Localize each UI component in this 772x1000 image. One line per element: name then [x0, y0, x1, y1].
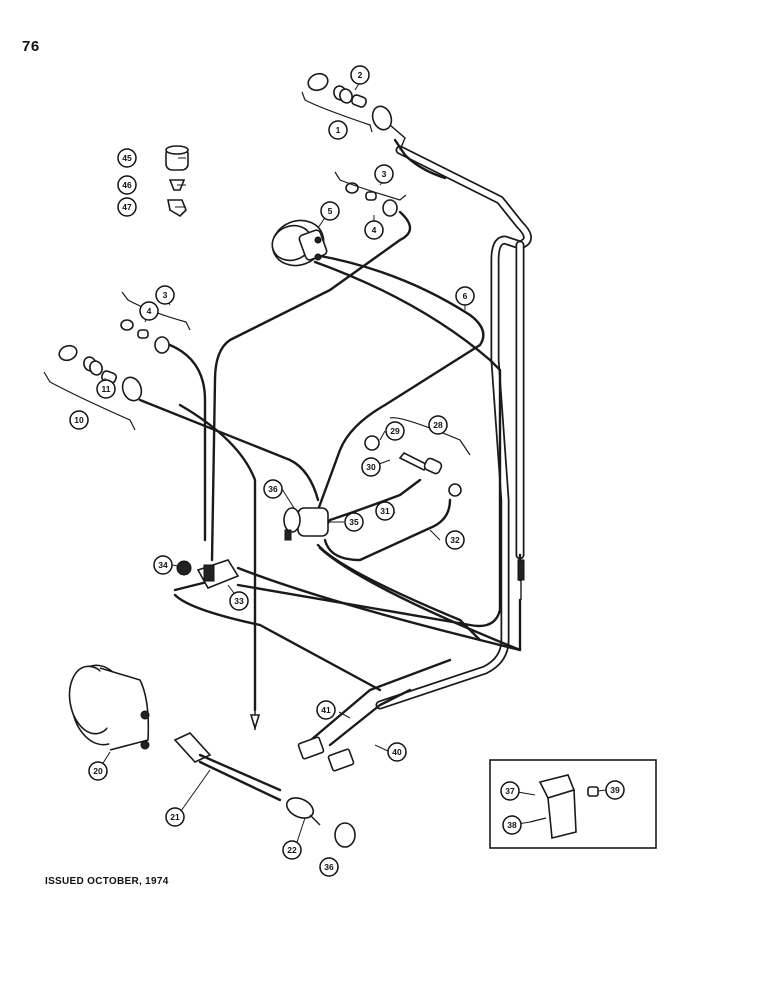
svg-text:20: 20 [93, 766, 103, 776]
svg-text:5: 5 [328, 206, 333, 216]
callout-35: 35 [344, 512, 364, 532]
callout-21: 21 [165, 807, 185, 827]
callout-36: 36 [263, 479, 283, 499]
connectors [249, 559, 525, 772]
svg-text:36: 36 [324, 862, 334, 872]
cap-fitting-assembly [165, 145, 189, 218]
svg-text:29: 29 [390, 426, 400, 436]
wire-runs [138, 138, 522, 747]
svg-text:3: 3 [382, 169, 387, 179]
svg-text:21: 21 [170, 812, 180, 822]
svg-text:34: 34 [158, 560, 168, 570]
callout-46: 46 [117, 175, 137, 195]
svg-text:4: 4 [147, 306, 152, 316]
svg-text:41: 41 [321, 705, 331, 715]
svg-text:30: 30 [366, 462, 376, 472]
svg-text:45: 45 [122, 153, 132, 163]
callout-20: 20 [88, 761, 108, 781]
callout-40: 40 [387, 742, 407, 762]
callout-4: 4 [364, 220, 384, 240]
svg-text:31: 31 [380, 506, 390, 516]
switch-assembly [364, 417, 471, 497]
svg-text:10: 10 [74, 415, 84, 425]
svg-text:39: 39 [610, 785, 620, 795]
callout-3: 3 [374, 164, 394, 184]
main-harness [375, 145, 532, 710]
svg-text:11: 11 [102, 384, 111, 394]
svg-text:2: 2 [358, 70, 363, 80]
left-socket-assembly [43, 344, 143, 431]
callout-45: 45 [117, 148, 137, 168]
callout-3: 3 [155, 285, 175, 305]
callout-1: 1 [328, 120, 348, 140]
callout-32: 32 [445, 530, 465, 550]
svg-text:33: 33 [234, 596, 244, 606]
svg-text:47: 47 [122, 202, 132, 212]
svg-text:1: 1 [336, 125, 341, 135]
callout-34: 34 [153, 555, 173, 575]
callout-5: 5 [320, 201, 340, 221]
callout-6: 6 [455, 286, 475, 306]
gauge-lamp-assembly [271, 171, 407, 267]
callout-4: 4 [139, 301, 159, 321]
svg-text:22: 22 [287, 845, 297, 855]
svg-text:46: 46 [122, 180, 132, 190]
svg-text:38: 38 [507, 820, 517, 830]
svg-text:6: 6 [463, 291, 468, 301]
svg-text:28: 28 [433, 420, 443, 430]
callout-22: 22 [282, 840, 302, 860]
inset-bracket [489, 759, 657, 849]
callout-39: 39 [605, 780, 625, 800]
svg-text:35: 35 [349, 517, 359, 527]
callout-37: 37 [500, 781, 520, 801]
left-lamp-assembly [120, 291, 191, 354]
svg-text:36: 36 [268, 484, 278, 494]
svg-text:4: 4 [372, 225, 377, 235]
callout-41: 41 [316, 700, 336, 720]
callout-47: 47 [117, 197, 137, 217]
svg-text:37: 37 [505, 786, 515, 796]
svg-text:32: 32 [450, 535, 460, 545]
issue-date: ISSUED OCTOBER, 1974 [45, 876, 169, 887]
callout-28: 28 [428, 415, 448, 435]
callout-30: 30 [361, 457, 381, 477]
svg-text:40: 40 [392, 747, 402, 757]
callout-36: 36 [319, 857, 339, 877]
callout-29: 29 [385, 421, 405, 441]
lamp-assembly-1 [301, 72, 406, 151]
gauge-20 [68, 664, 150, 751]
cable-21 [173, 732, 356, 848]
callout-33: 33 [229, 591, 249, 611]
callout-38: 38 [502, 815, 522, 835]
switch-33 [176, 559, 240, 590]
callout-31: 31 [375, 501, 395, 521]
callout-2: 2 [350, 65, 370, 85]
callout-11: 11 [96, 379, 116, 399]
callout-10: 10 [69, 410, 89, 430]
svg-text:3: 3 [163, 290, 168, 300]
central-switch [283, 507, 329, 541]
page-number: 76 [22, 38, 40, 55]
